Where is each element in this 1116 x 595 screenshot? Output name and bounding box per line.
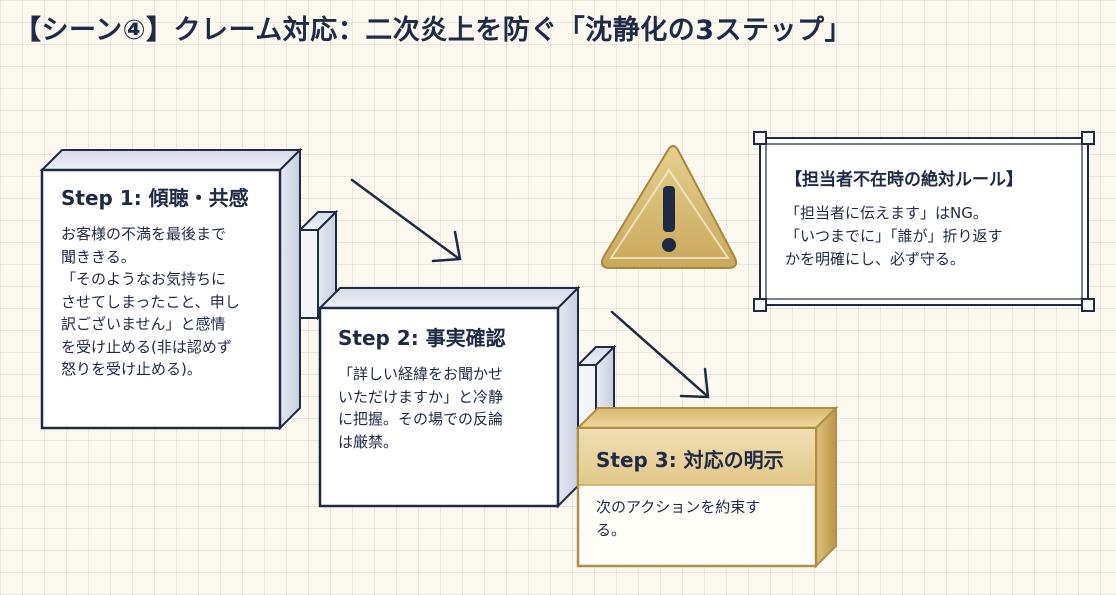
step3-card: 次のアクションを約束す る。 — [596, 496, 816, 541]
arrow-step1-to-step2 — [350, 178, 462, 263]
step3-body: 次のアクションを約束す る。 — [596, 498, 761, 539]
rule-body: 「担当者に伝えます」はNG。 「いつまでに」「誰が」折り返す かを明確にし、必ず… — [785, 204, 1003, 268]
page-title: 【シーン④】クレーム対応：二次炎上を防ぐ「沈静化の3ステップ」 — [14, 15, 852, 46]
step1-block — [39, 147, 303, 431]
rule-box-frame — [753, 131, 1095, 312]
warning-icon — [600, 145, 738, 269]
step1-card: Step 1: 傾聴・共感 お客様の不満を最後まで 聞ききる。 「そのようなお気… — [61, 182, 276, 381]
step3-header: Step 3: 対応の明示 — [578, 432, 828, 484]
step3-heading: Step 3: 対応の明示 — [596, 447, 784, 472]
step1-body: お客様の不満を最後まで 聞ききる。 「そのようなお気持ちに させてしまったこと、… — [61, 225, 240, 378]
step2-body: 「詳しい経緯をお聞かせ いただけますか」と冷静 に把握。その場での反論 は厳禁。 — [338, 365, 504, 451]
arrow-step2-to-step3 — [610, 310, 710, 399]
step2-card: Step 2: 事実確認 「詳しい経緯をお聞かせ いただけますか」と冷静 に把握… — [338, 322, 553, 453]
step3-block — [575, 405, 839, 569]
step2-heading: Step 2: 事実確認 — [338, 326, 506, 350]
rule-heading: 【担当者不在時の絶対ルール】 — [785, 170, 1023, 190]
absence-rule-box: 【担当者不在時の絶対ルール】 「担当者に伝えます」はNG。 「いつまでに」「誰が… — [785, 165, 1075, 271]
step2-block — [317, 285, 581, 509]
step1-heading: Step 1: 傾聴・共感 — [61, 186, 249, 210]
connector-block-1 — [297, 209, 339, 321]
